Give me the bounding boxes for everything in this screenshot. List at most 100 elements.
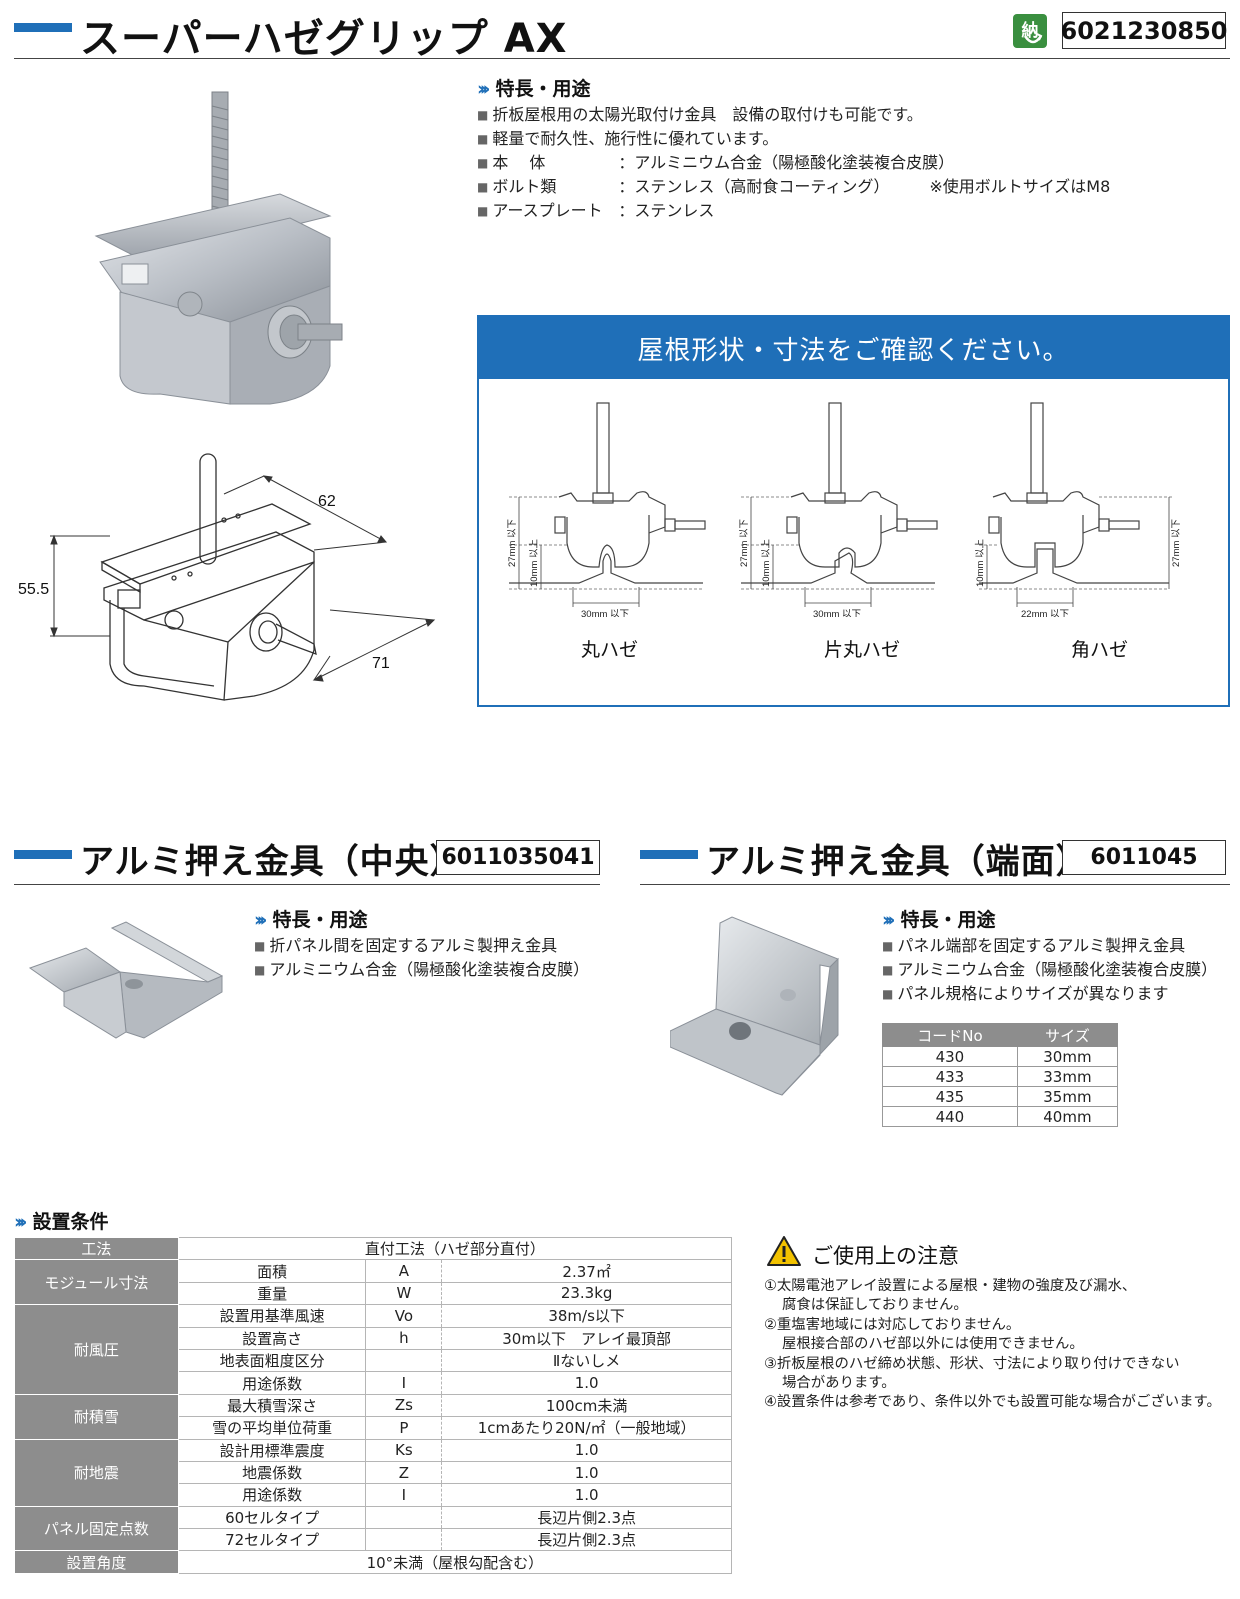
warning-icon [767, 1236, 801, 1266]
list-item: アルミニウム合金（陽極酸化塗装複合皮膜） [254, 958, 589, 982]
dim-label: 10mm 以上 [761, 538, 772, 587]
list-item: 軽量で耐久性、施行性に優れています。 [477, 127, 1110, 151]
table-cell: 1.0 [441, 1371, 732, 1395]
table-cell: 10°未満（屋根勾配含む） [177, 1550, 733, 1574]
table-cell: 長辺片側2.3点 [441, 1505, 732, 1530]
header-rule [14, 58, 1230, 59]
table-cell: 30m以下 アレイ最頂部 [441, 1326, 732, 1350]
header-rule [14, 884, 600, 885]
dimension-width: 62 [318, 493, 336, 510]
table-cell: 設置高さ [177, 1326, 367, 1350]
dim-label: 30mm 以下 [581, 609, 629, 617]
section-bar [14, 850, 72, 859]
table-cell: 100cm未満 [441, 1393, 732, 1418]
dim-label: 27mm 以下 [739, 519, 750, 567]
table-row: 72セルタイプ 長辺片側2.3点 [15, 1528, 732, 1552]
chevron-right-icon: ››› [477, 78, 490, 100]
table-cell: I [365, 1483, 443, 1507]
product-code: 6011035041 [436, 840, 600, 875]
features-heading: ›››特長・用途 [254, 909, 368, 931]
table-cell: 40mm [1016, 1106, 1119, 1127]
table-cell: Zs [365, 1393, 443, 1418]
table-row: 設置高さ h 30m以下 アレイ最頂部 [15, 1326, 732, 1350]
table-cell: 耐積雪 [14, 1393, 179, 1440]
features-list: パネル端部を固定するアルミ製押え金具 アルミニウム合金（陽極酸化塗装複合皮膜） … [882, 934, 1217, 1006]
roof-diagram-semi-round: 27mm 以下 10mm 以上 30mm 以下 [739, 402, 938, 617]
table-cell: 地表面粗度区分 [177, 1348, 367, 1373]
installation-table: 工法 直付工法（ハゼ部分直付） モジュール寸法 面積 A 2.37㎡ 重量 W … [14, 1236, 733, 1574]
table-cell [365, 1528, 443, 1552]
table-cell: モジュール寸法 [14, 1259, 179, 1306]
table-row: 重量 W 23.3kg [15, 1281, 732, 1306]
roof-type-label: 丸ハゼ [581, 639, 639, 661]
caution-list: ①太陽電池アレイ設置による屋根・建物の強度及び漏水、 腐食は保証しておりません。… [764, 1277, 1221, 1413]
table-cell: 耐地震 [14, 1438, 179, 1507]
table-cell: Ks [365, 1438, 443, 1462]
table-cell: 435 [882, 1086, 1018, 1107]
table-cell [365, 1505, 443, 1530]
table-cell: 耐風圧 [14, 1304, 179, 1395]
product-photo [94, 91, 343, 405]
table-cell: 雪の平均単位荷重 [177, 1416, 367, 1440]
table-row: 耐積雪 最大積雪深さ Zs 100cm未満 [14, 1393, 732, 1440]
product-photo [28, 921, 224, 1039]
table-row: 用途係数 I 1.0 [15, 1483, 732, 1507]
table-cell: 2.37㎡ [441, 1259, 732, 1283]
chevron-right-icon: ››› [14, 1211, 27, 1233]
table-row: パネル固定点数 60セルタイプ 長辺片側2.3点 [14, 1505, 732, 1552]
table-cell: 38m/s以下 [441, 1304, 732, 1328]
roof-panel-title: 屋根形状・寸法をご確認ください。 [479, 317, 1228, 379]
table-cell: Ⅱないしメ [441, 1348, 732, 1373]
table-header: コードNo [882, 1023, 1018, 1047]
table-cell: 72セルタイプ [177, 1528, 367, 1552]
list-item: ③折板屋根のハゼ締め状態、形状、寸法により取り付けできない [764, 1355, 1180, 1372]
section-bar [640, 850, 698, 859]
features-heading: ›››特長・用途 [882, 909, 996, 931]
table-cell: 33mm [1016, 1066, 1119, 1087]
chevron-right-icon: ››› [882, 909, 895, 931]
dim-label: 27mm 以下 [507, 519, 518, 567]
features-list: 折板屋根用の太陽光取付け金具 設備の取付けも可能です。 軽量で耐久性、施行性に優… [477, 103, 1110, 223]
table-cell: 重量 [177, 1281, 367, 1306]
roof-diagram-round: 27mm 以下 10mm 以上 30mm 以下 [507, 402, 706, 617]
dim-label: 30mm 以下 [813, 609, 861, 617]
table-row: 用途係数 I 1.0 [15, 1371, 732, 1395]
list-item: ①太陽電池アレイ設置による屋根・建物の強度及び漏水、 [764, 1278, 1137, 1294]
table-cell: 30mm [1016, 1046, 1119, 1067]
product-code: 6011045 [1062, 840, 1226, 875]
table-cell: 設置用基準風速 [177, 1304, 367, 1328]
table-cell: パネル固定点数 [14, 1505, 179, 1552]
table-header-row: コードNo サイズ [882, 1023, 1119, 1047]
table-cell: 設計用標準震度 [177, 1438, 367, 1462]
section-bar [14, 23, 72, 32]
product-title: スーパーハゼグリップ AX [80, 16, 568, 62]
roof-diagram-square: 10mm 以上 27mm 以下 22mm 以下 [975, 402, 1182, 617]
table-cell: 1.0 [441, 1483, 732, 1507]
list-item: アースプレート：ステンレス [477, 199, 1110, 223]
table-cell: 地震係数 [177, 1460, 367, 1485]
table-cell: 1.0 [441, 1460, 732, 1485]
list-item: 腐食は保証しておりません。 [782, 1297, 968, 1314]
table-cell: Vo [365, 1304, 443, 1328]
table-row: 地表面粗度区分 Ⅱないしメ [15, 1348, 732, 1373]
roof-shape-panel: 屋根形状・寸法をご確認ください。 27mm 以下 10mm 以上 30mm 以下… [477, 315, 1230, 707]
dimension-depth: 71 [372, 655, 390, 672]
table-cell: 433 [882, 1066, 1018, 1087]
table-cell: I [365, 1371, 443, 1395]
chevron-right-icon: ››› [254, 909, 267, 931]
caution-heading: ご使用上の注意 [812, 1244, 959, 1268]
table-cell: Z [365, 1460, 443, 1485]
list-item: ボルト類：ステンレス（高耐食コーティング） ※使用ボルトサイズはM8 [477, 175, 1110, 199]
table-cell: 面積 [177, 1259, 367, 1283]
features-list: 折パネル間を固定するアルミ製押え金具 アルミニウム合金（陽極酸化塗装複合皮膜） [254, 934, 589, 982]
table-cell: 長辺片側2.3点 [441, 1528, 732, 1552]
table-cell: 35mm [1016, 1086, 1119, 1107]
table-row: 工法 直付工法（ハゼ部分直付） [14, 1236, 733, 1261]
features-heading: ›››特長・用途 [477, 78, 591, 100]
header-rule [640, 884, 1230, 885]
table-row: 耐風圧 設置用基準風速 Vo 38m/s以下 [14, 1304, 732, 1395]
table-row: 地震係数 Z 1.0 [15, 1460, 732, 1485]
